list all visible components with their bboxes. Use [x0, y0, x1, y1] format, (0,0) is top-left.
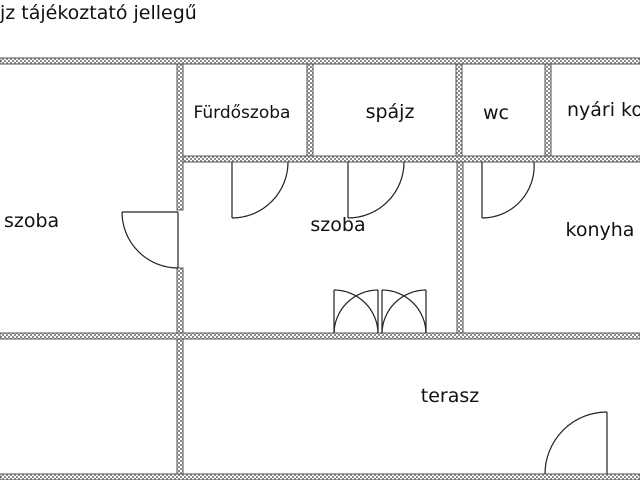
room-label-bedroom-left: szoba	[4, 210, 59, 232]
room-label-pantry: spájz	[366, 101, 415, 123]
wall	[0, 332, 640, 340]
wall	[456, 161, 464, 334]
plan-title: jz tájékoztató jellegű	[0, 2, 197, 24]
room-label-bedroom-center: szoba	[310, 214, 365, 236]
wall	[455, 63, 463, 157]
wall	[0, 473, 640, 480]
door	[231, 161, 289, 219]
double-door	[333, 289, 427, 334]
room-label-bathroom: Fürdőszoba	[194, 103, 291, 123]
door	[544, 411, 608, 475]
wall	[306, 63, 314, 157]
door	[347, 161, 405, 219]
wall	[176, 63, 184, 211]
room-label-wc: wc	[483, 102, 509, 124]
wall	[176, 338, 184, 475]
room-labels: szoba Fürdőszoba spájz wc nyári ko szoba…	[4, 99, 640, 407]
room-label-terrace: terasz	[421, 385, 479, 407]
doors	[121, 161, 608, 475]
door	[481, 161, 535, 219]
wall	[176, 267, 184, 334]
door	[121, 211, 179, 269]
wall	[0, 57, 640, 65]
wall	[544, 63, 552, 157]
room-label-kitchen: konyha	[566, 219, 635, 241]
walls	[0, 57, 640, 480]
room-label-summer-kitchen: nyári ko	[567, 99, 640, 121]
wall	[176, 155, 640, 163]
